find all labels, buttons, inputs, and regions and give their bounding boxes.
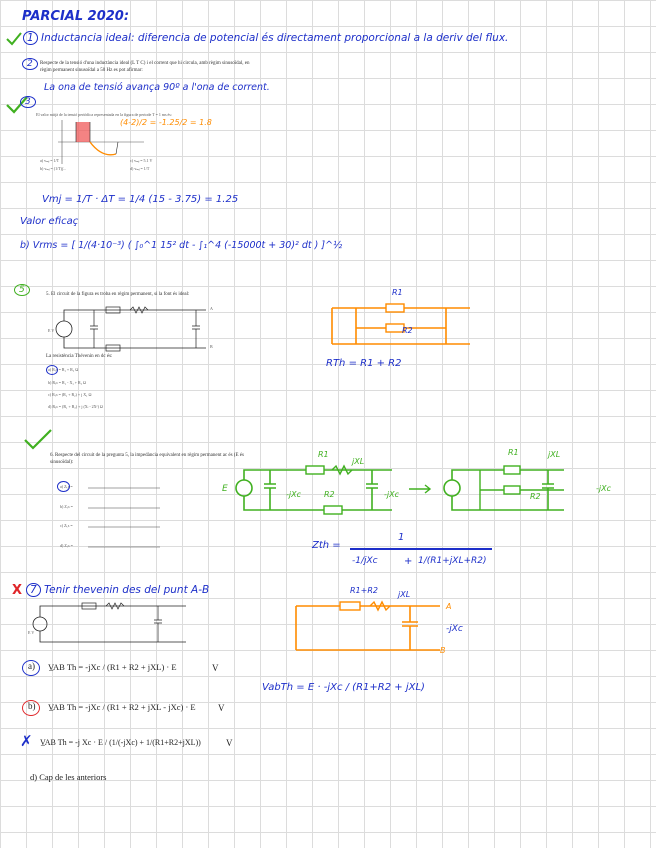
green-mjxc-label: -jXc	[286, 490, 301, 499]
orange-rsum-label: R1+R2	[350, 586, 378, 595]
q5-question: 5. El circuit de la figura es troba en r…	[46, 292, 190, 297]
green-jxl-label: jXL	[352, 457, 365, 466]
q5-node-b: B	[210, 344, 213, 349]
q5-orange-sketch	[331, 303, 470, 345]
checkmark-icon	[6, 32, 22, 46]
thevenin-question: La resistència Thévenin en dc és:	[46, 354, 113, 359]
q7-answer: VabTh = E · -jXc / (R1+R2 + jXL)	[262, 682, 425, 693]
zth-numerator: 1	[398, 532, 405, 543]
q7-option-d[interactable]: d) Cap de les anteriors	[30, 772, 107, 782]
q7-option-a-circle	[22, 660, 40, 676]
q7-heading: 7 Tenir thevenin des del punt A-B	[26, 583, 210, 597]
q5-selected-circle	[46, 365, 58, 375]
q3-waveform-plot	[58, 120, 144, 164]
q6-option-d[interactable]: d) Zₜₕ =	[60, 543, 73, 548]
green2-jxl-label: jXL	[548, 450, 561, 459]
q7-source-label: E V	[28, 630, 35, 635]
arrow-icon	[409, 484, 432, 494]
q5-option-d[interactable]: d) Rₜₕ = (R₁ + R₂) + j (Xₗ - 2Xᶜ) Ω	[48, 404, 103, 409]
q7-option-c-formula[interactable]: V̲AB Th = -j Xc · E / (1/(-jXc) + 1/(R1+…	[40, 738, 201, 747]
green2-mjxc-label: -jXc	[596, 484, 611, 493]
q7-heading-text: Tenir thevenin des del punt A-B	[44, 584, 210, 596]
q7-unit-c: V	[226, 738, 233, 748]
q3-number: 3	[20, 96, 36, 108]
orange-r2-label: R2	[402, 326, 413, 335]
q7-circuit-diagram	[32, 602, 186, 643]
formula-vmj: Vmj = 1/T · ΔT = 1/4 (15 - 3.75) = 1.25	[42, 194, 239, 205]
q3-question: El valor mitjà de la tensió periòdica re…	[36, 112, 172, 117]
q6-option-c[interactable]: c) Zₜₕ =	[60, 523, 73, 528]
zth-denominator-a: -1/jXc	[352, 556, 378, 566]
q6-option-a[interactable]: a) Zₜₕ =	[60, 484, 73, 489]
q7-option-b-formula[interactable]: V̲AB Th = -jXc / (R1 + R2 + jXL - jXc) ·…	[48, 702, 196, 712]
q7-unit-b: V	[218, 703, 225, 713]
q1-number: 1	[23, 31, 38, 45]
green-e-label: E	[222, 484, 228, 494]
green-mjxc2-label: -jXc	[384, 490, 399, 499]
green-r2-label: R2	[324, 490, 335, 499]
q7-option-c-cross: ✗	[20, 732, 33, 750]
green2-r2-label: R2	[530, 492, 541, 501]
q3-option-c: c) vₘⱼ = 5.1 V	[130, 158, 153, 163]
page-title: PARCIAL 2020:	[22, 9, 130, 24]
orange-a-label: A	[446, 602, 452, 611]
q5-number: 5	[14, 284, 30, 296]
q5-answer: RTh = R1 + R2	[326, 358, 402, 369]
valor-eficas-heading: Valor eficaç	[20, 216, 79, 227]
q1-text: Inductancia ideal: diferencia de potenci…	[41, 32, 509, 44]
q5-option-b[interactable]: b) Rₜₕ = R₁ - X₁ + R₂ Ω	[48, 380, 87, 385]
q5-option-a[interactable]: a) Rₜₕ = R₁ + R₂ Ω	[48, 367, 79, 372]
q6-question: 6. Respecte del circuit de la pregunta 5…	[50, 453, 244, 465]
orange-mjxc-label: -jXc	[446, 624, 463, 634]
q6-selected-circle	[57, 481, 70, 492]
zth-lhs: Zth =	[312, 540, 341, 551]
q7-option-b-circle	[22, 700, 40, 716]
q1-answer: 1 Inductancia ideal: diferencia de poten…	[23, 31, 509, 45]
formula-vrms: b) Vrms = [ 1/(4·10⁻³) ( ∫₀^1 15² dt - ∫…	[20, 240, 343, 251]
q7-option-a-formula[interactable]: V̲AB Th = -jXc / (R1 + R2 + jXL) · E	[48, 662, 177, 672]
zth-fraction-bar	[350, 548, 492, 550]
zth-plus: +	[404, 556, 413, 567]
zth-denominator-b: 1/(R1+jXL+R2)	[418, 556, 487, 566]
q3-option-d: d) vₘⱼ = 1/T	[130, 166, 150, 171]
q3-option-b: b) vₘⱼ = (1/T)∫...	[40, 166, 67, 171]
q5-option-c[interactable]: c) Rₜₕ = (R₁ + R₂) + j X₁ Ω	[48, 392, 92, 397]
q5-source-label: E V	[48, 328, 55, 333]
q6-green-circuit-2	[443, 465, 564, 511]
q5-circuit-diagram	[55, 306, 206, 352]
q7-cross-mark: X	[12, 583, 23, 598]
q6-fraction-bars	[88, 487, 160, 548]
green-r1-label: R1	[318, 450, 329, 459]
orange-jxl-label: jXL	[398, 590, 411, 599]
q2-question: Respecte de la tensió d'una inductància …	[40, 61, 250, 73]
q3-plot-note: (4-2)/2 = -1.25/2 = 1.8	[120, 118, 212, 127]
checkmark-icon	[24, 429, 52, 450]
orange-b-label: B	[440, 646, 446, 655]
q6-option-b[interactable]: b) Zₜₕ =	[60, 504, 73, 509]
q7-option-b-label[interactable]: b)	[28, 701, 36, 711]
q7-number: 7	[26, 583, 41, 597]
green2-r1-label: R1	[508, 448, 519, 457]
q3-option-a: a) vₘⱼ = 1/T	[40, 158, 60, 163]
q7-option-a-label[interactable]: a)	[28, 661, 35, 671]
q6-green-circuit	[235, 464, 392, 515]
q2-answer: La ona de tensió avança 90º a l'ona de c…	[44, 82, 270, 93]
q5-node-a: A	[210, 306, 213, 311]
q7-orange-sketch	[295, 600, 440, 651]
q2-number: 2	[22, 58, 38, 70]
orange-r1-label: R1	[392, 288, 403, 297]
q7-unit-a: V	[212, 663, 219, 673]
